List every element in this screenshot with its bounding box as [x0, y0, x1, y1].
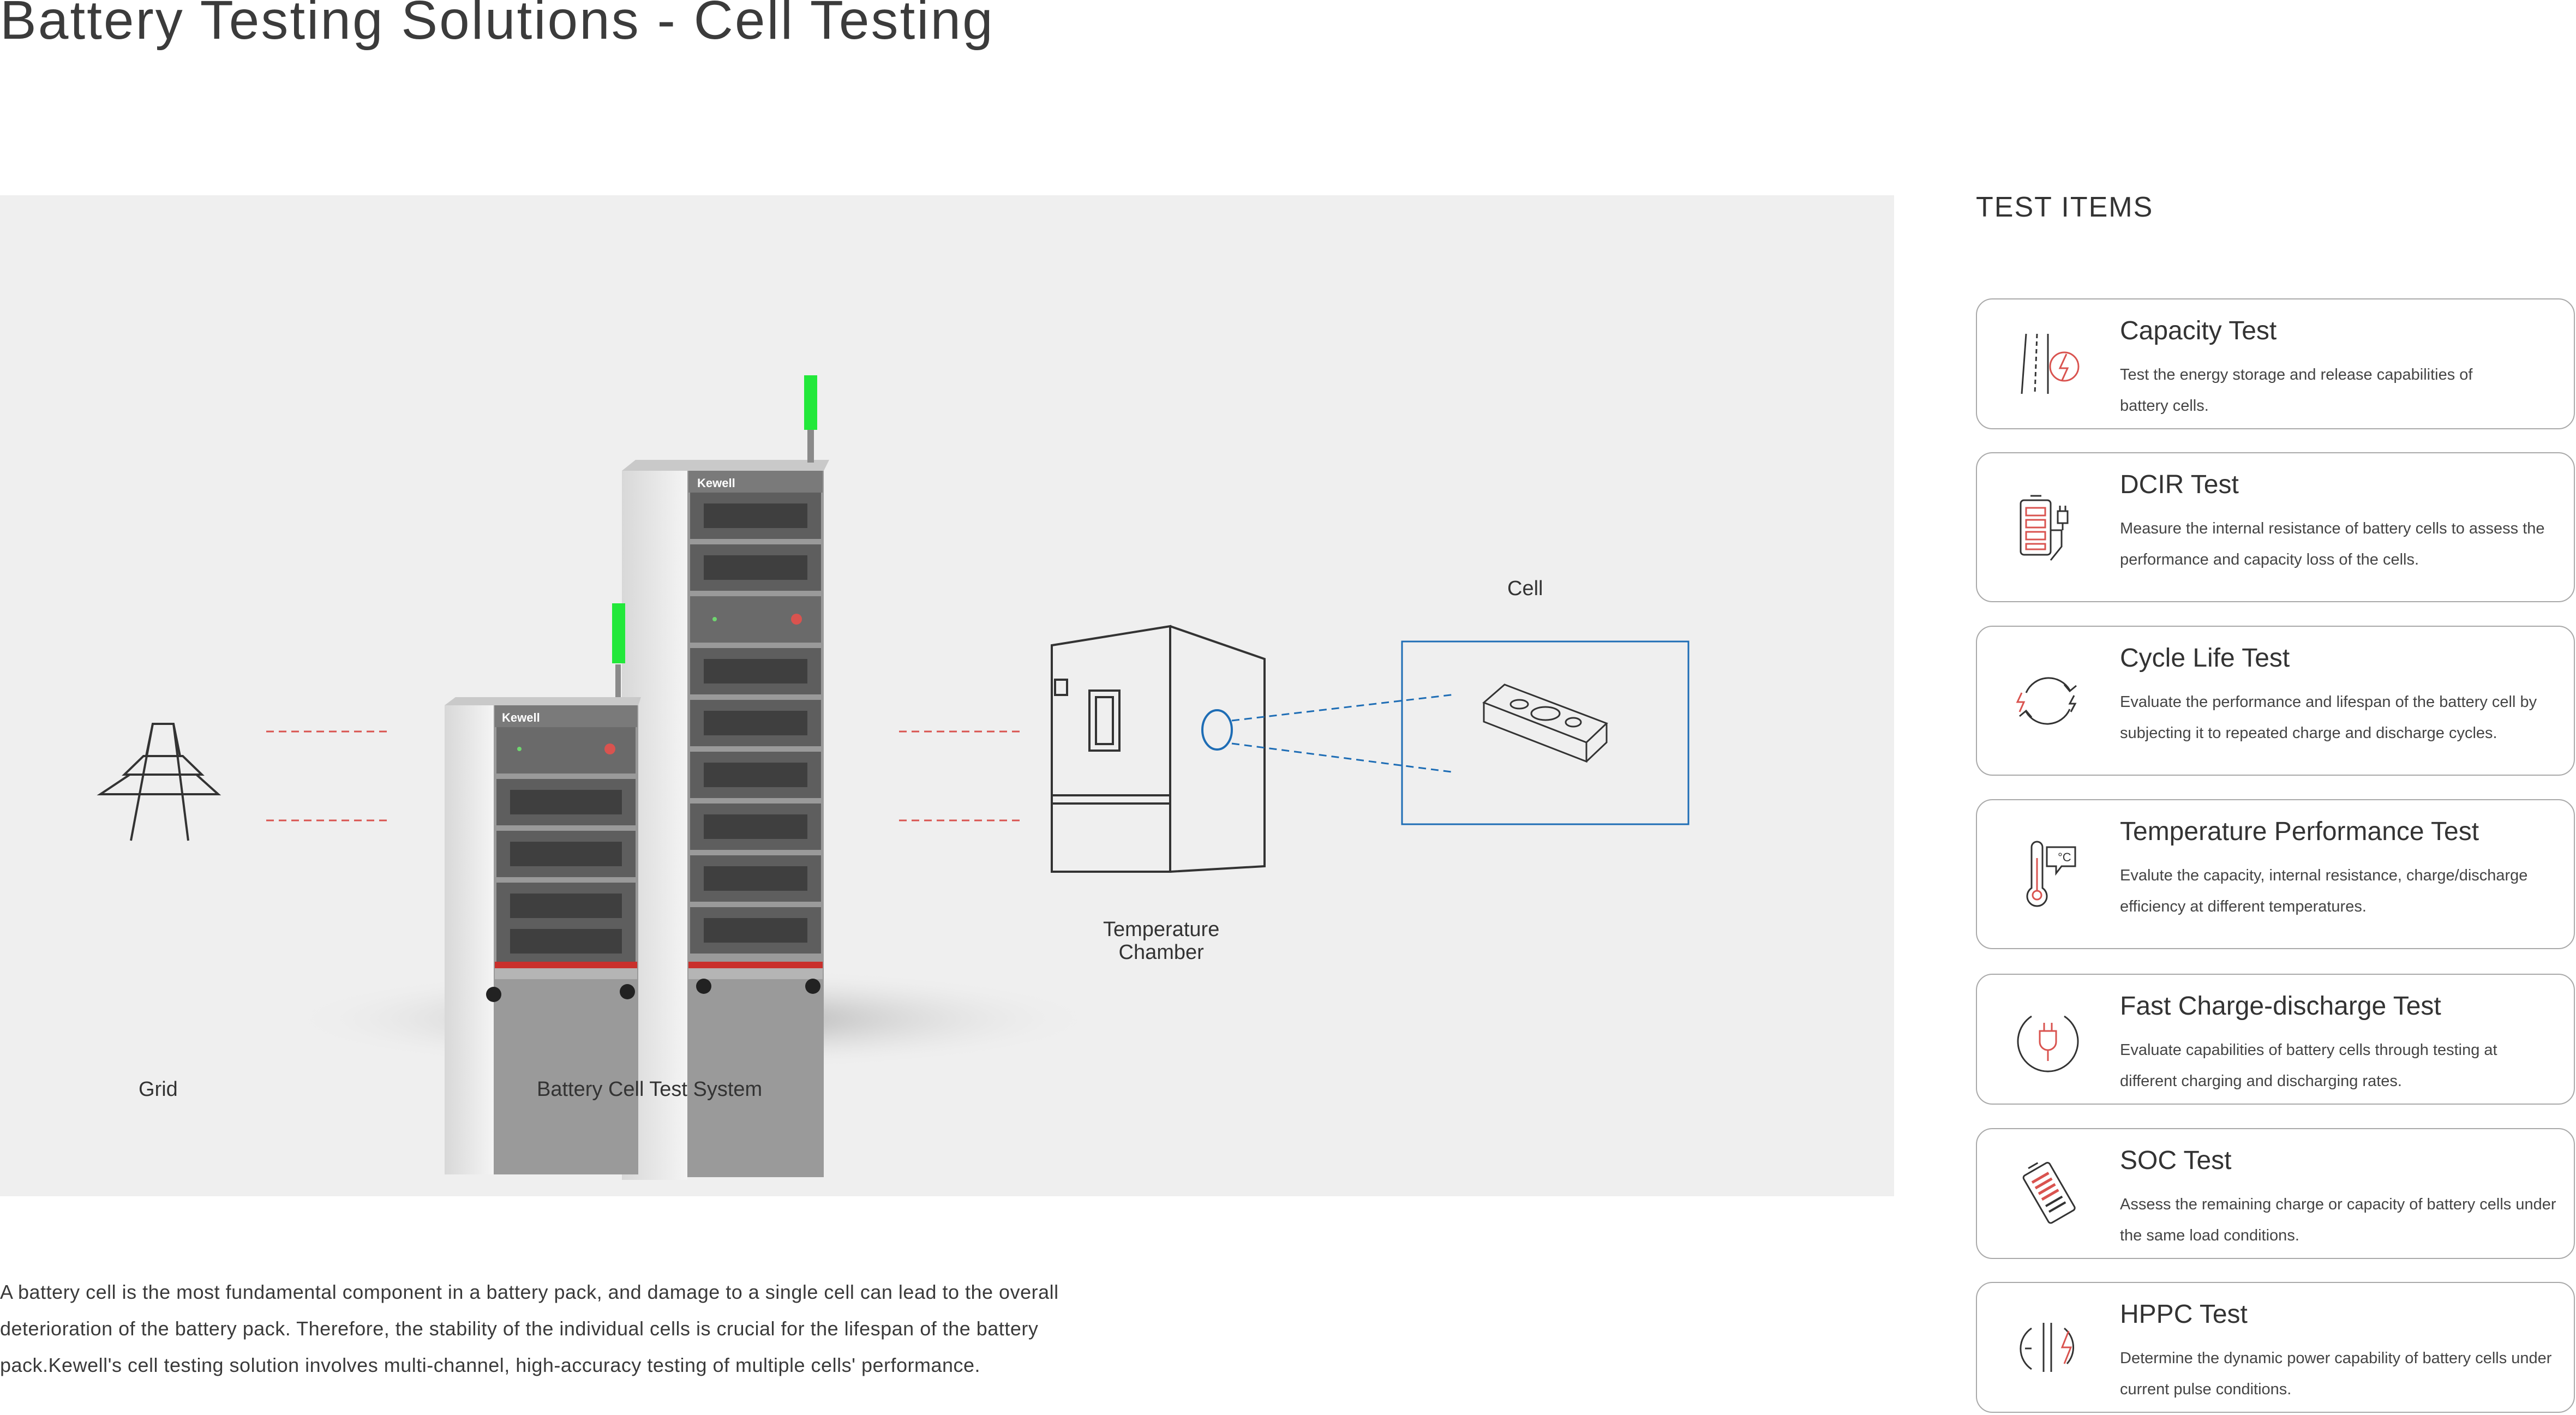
test-item-cycle-life: Cycle Life Test Evaluate the performance…: [1976, 626, 2575, 776]
system-link-lines: [899, 730, 1025, 822]
battery-cell-icon: [1482, 683, 1608, 763]
test-item-title: DCIR Test: [2120, 470, 2239, 499]
battery-level-icon: [2022, 1162, 2076, 1224]
page-title: Battery Testing Solutions - Cell Testing: [0, 0, 995, 51]
plug-icon: [2017, 1015, 2079, 1072]
chamber-label-line2: Chamber: [1118, 941, 1204, 964]
chamber-label-line1: Temperature: [1103, 918, 1220, 941]
test-item-hppc: HPPC Test Determine the dynamic power ca…: [1976, 1282, 2575, 1413]
brand-logo-short: Kewell: [502, 711, 540, 724]
tall-cabinet-modules: [690, 493, 821, 954]
test-item-title: HPPC Test: [2120, 1300, 2248, 1329]
solution-diagram: Kewell Kewell: [0, 195, 1894, 1196]
test-items-heading: TEST ITEMS: [1976, 191, 2154, 223]
cell-label: Cell: [1507, 577, 1543, 600]
test-item-temperature: °C Temperature Performance Test Evalute …: [1976, 799, 2575, 949]
power-tower-icon: [97, 723, 221, 841]
short-indicator-light: [612, 603, 625, 663]
test-item-title: Fast Charge-discharge Test: [2120, 992, 2441, 1021]
test-item-capacity: Capacity Test Test the energy storage an…: [1976, 298, 2575, 429]
test-item-fast-charge: Fast Charge-discharge Test Evaluate capa…: [1976, 974, 2575, 1105]
solution-description: A battery cell is the most fundamental c…: [0, 1281, 1059, 1376]
grid-link-lines: [266, 730, 392, 822]
cell-callout: [1231, 640, 1690, 825]
test-item-description: Evaluate the performance and lifespan of…: [2120, 693, 2537, 742]
test-item-description: Evalute the capacity, internal resistanc…: [2120, 867, 2528, 915]
temperature-chamber-icon: [1051, 625, 1266, 873]
pulse-icon: [2020, 1323, 2075, 1372]
chamber-label: Temperature Chamber: [1103, 918, 1219, 964]
diagram-graphic: Kewell Kewell: [97, 375, 1690, 1180]
short-cabinet: Kewell: [445, 603, 641, 1174]
test-system-label: Battery Cell Test System: [537, 1078, 763, 1101]
brand-logo-tall: Kewell: [697, 476, 735, 490]
test-item-title: Cycle Life Test: [2120, 644, 2290, 673]
cycle-icon: [2016, 677, 2077, 724]
test-item-title: Temperature Performance Test: [2120, 817, 2479, 846]
test-item-description: Measure the internal resistance of batte…: [2120, 520, 2545, 568]
tall-cabinet: Kewell: [622, 375, 829, 1180]
battery-plug-icon: [2020, 495, 2069, 561]
grid-label: Grid: [139, 1078, 178, 1101]
capacity-icon: [2021, 333, 2080, 394]
thermometer-icon: °C: [2026, 841, 2076, 907]
test-item-title: Capacity Test: [2120, 316, 2277, 345]
tall-indicator-light: [804, 375, 817, 430]
test-item-title: SOC Test: [2120, 1146, 2232, 1175]
test-item-description: Determine the dynamic power capability o…: [2120, 1350, 2552, 1398]
test-item-description: Evaluate capabilities of battery cells t…: [2120, 1041, 2497, 1090]
test-item-description: Test the energy storage and release capa…: [2120, 366, 2473, 415]
svg-text:°C: °C: [2058, 850, 2071, 864]
test-item-soc: SOC Test Assess the remaining charge or …: [1976, 1128, 2575, 1259]
test-item-description: Assess the remaining charge or capacity …: [2120, 1196, 2556, 1244]
test-item-dcir: DCIR Test Measure the internal resistanc…: [1976, 452, 2575, 602]
